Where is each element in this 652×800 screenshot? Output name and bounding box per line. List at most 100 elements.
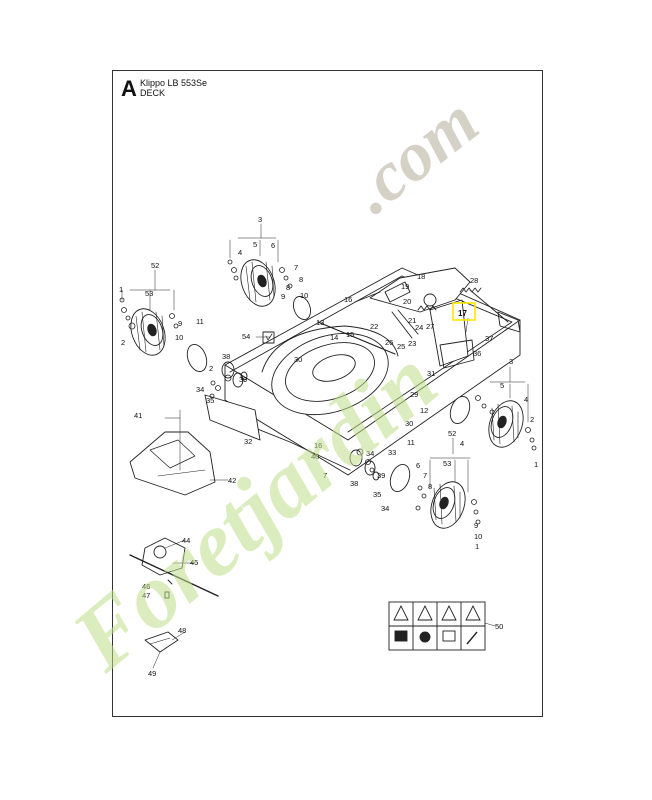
label-48: 48 xyxy=(178,626,186,635)
label-41: 41 xyxy=(134,411,142,420)
label-18: 18 xyxy=(417,272,425,281)
height-adjust-plate xyxy=(429,299,469,367)
bracket-37 xyxy=(497,311,521,333)
label-5: 5 xyxy=(253,240,257,249)
label-53-right: 53 xyxy=(443,459,451,468)
label-4-right-b: 4 xyxy=(460,439,464,448)
label-35-left: 35 xyxy=(206,396,214,405)
hub-cap-front-right xyxy=(389,464,411,492)
label-21: 21 xyxy=(408,316,416,325)
label-30-lower: 30 xyxy=(405,419,413,428)
label-40: 40 xyxy=(311,452,319,461)
hub-cap-right xyxy=(449,396,471,424)
label-20: 20 xyxy=(403,297,411,306)
label-16-lower: 16 xyxy=(314,441,322,450)
label-2-left: 2 xyxy=(209,364,213,373)
deck-raised-ring xyxy=(261,325,399,373)
label-17-highlighted: 17 xyxy=(458,309,467,318)
label-34-left: 34 xyxy=(196,385,204,394)
label-16: 16 xyxy=(344,295,352,304)
label-38-right: 38 xyxy=(350,479,358,488)
label-32: 32 xyxy=(244,437,252,446)
deck-front-skirt xyxy=(224,319,521,476)
rod-16 xyxy=(354,291,381,303)
fasteners-right xyxy=(356,395,537,525)
deck-rim xyxy=(229,275,513,433)
label-7-lower: 7 xyxy=(323,471,327,480)
front-right-wheel xyxy=(430,481,466,529)
rear-left-wheel xyxy=(240,259,276,307)
label-27: 27 xyxy=(426,322,434,331)
label-19: 19 xyxy=(401,282,409,291)
hub-cap-top xyxy=(292,295,312,321)
label-15: 15 xyxy=(346,330,354,339)
label-4-right: 4 xyxy=(524,395,528,404)
label-7-right: 7 xyxy=(423,471,427,480)
deck-dome-mid xyxy=(285,342,375,402)
leader-lines xyxy=(121,223,529,669)
label-1-right: 1 xyxy=(534,460,538,469)
label-13: 13 xyxy=(316,318,324,327)
label-50: 50 xyxy=(495,622,503,631)
front-left-wheel xyxy=(130,308,166,356)
part-labels: 52 1 53 2 3 4 5 6 7 8 9 10 11 54 13 14 1… xyxy=(119,215,538,678)
label-35-right: 35 xyxy=(373,490,381,499)
label-14: 14 xyxy=(330,333,338,342)
bearing-right xyxy=(349,449,380,481)
gear-pulley xyxy=(153,545,167,559)
label-9: 9 xyxy=(178,319,182,328)
clip-54 xyxy=(262,331,275,344)
label-25: 25 xyxy=(397,342,405,351)
label-33: 33 xyxy=(388,448,396,457)
label-53: 53 xyxy=(145,289,153,298)
label-8-right: 8 xyxy=(428,482,432,491)
label-2: 2 xyxy=(121,338,125,347)
label-10-right: 10 xyxy=(474,532,482,541)
label-22: 22 xyxy=(370,322,378,331)
label-1: 1 xyxy=(119,285,123,294)
label-52-right: 52 xyxy=(448,429,456,438)
hub-cap-left xyxy=(186,344,208,372)
label-46: 46 xyxy=(142,582,150,591)
model-name: Klippo LB 553Se xyxy=(140,78,208,88)
label-3: 3 xyxy=(258,215,262,224)
warning-decal-50 xyxy=(388,601,486,651)
fastener-47 xyxy=(164,591,170,599)
label-9-top: 9 xyxy=(281,292,285,301)
label-29: 29 xyxy=(410,390,418,399)
section-name: DECK xyxy=(140,88,166,98)
deck-dome-outer xyxy=(271,332,389,416)
gear-part-46 xyxy=(167,579,173,585)
label-8: 8 xyxy=(299,275,303,284)
label-31: 31 xyxy=(427,369,435,378)
front-frame xyxy=(204,394,261,441)
label-4: 4 xyxy=(238,248,242,257)
label-52: 52 xyxy=(151,261,159,270)
label-10-top: 10 xyxy=(300,291,308,300)
link-26 xyxy=(391,309,419,339)
label-6-right: 6 xyxy=(416,461,420,470)
label-54: 54 xyxy=(242,332,250,341)
label-37: 37 xyxy=(485,334,493,343)
rear-cover xyxy=(129,431,216,496)
bracket-36 xyxy=(439,339,475,369)
rear-right-wheel xyxy=(488,400,524,448)
label-42: 42 xyxy=(228,476,236,485)
rear-frame xyxy=(369,267,471,313)
drive-shaft xyxy=(129,554,219,597)
highlight-box-17 xyxy=(452,302,476,321)
fasteners-left xyxy=(119,259,293,399)
label-2-right: 2 xyxy=(530,415,534,424)
label-7: 7 xyxy=(294,263,298,272)
label-26: 26 xyxy=(385,338,393,347)
label-11-right: 11 xyxy=(407,438,415,447)
label-38-left: 38 xyxy=(222,352,230,361)
lever-19 xyxy=(384,281,411,303)
label-39-left: 39 xyxy=(239,375,247,384)
label-45: 45 xyxy=(190,558,198,567)
label-6: 6 xyxy=(271,241,275,250)
label-36: 36 xyxy=(473,349,481,358)
label-10: 10 xyxy=(175,333,183,342)
label-34-right-b: 34 xyxy=(381,504,389,513)
